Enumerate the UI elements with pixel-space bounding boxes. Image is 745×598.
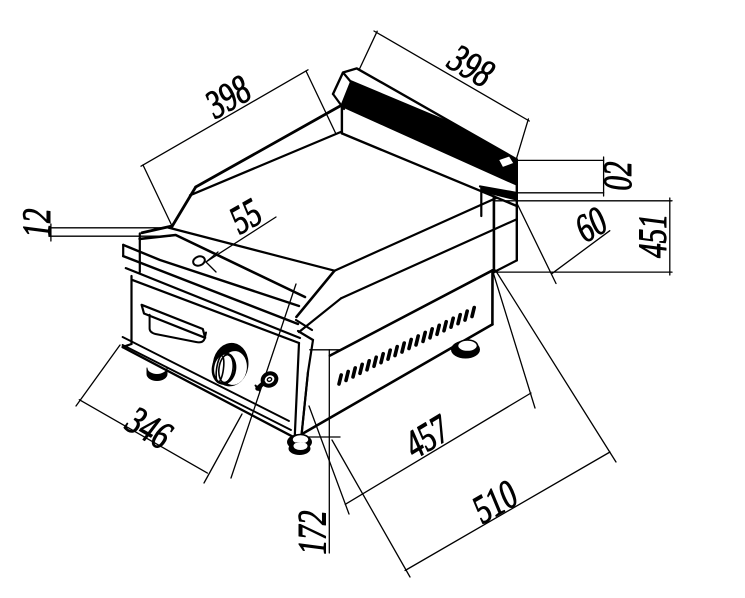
svg-text:451: 451 [630,214,675,258]
svg-text:172: 172 [290,511,335,555]
svg-text:02: 02 [595,162,640,191]
svg-text:12: 12 [14,209,59,238]
